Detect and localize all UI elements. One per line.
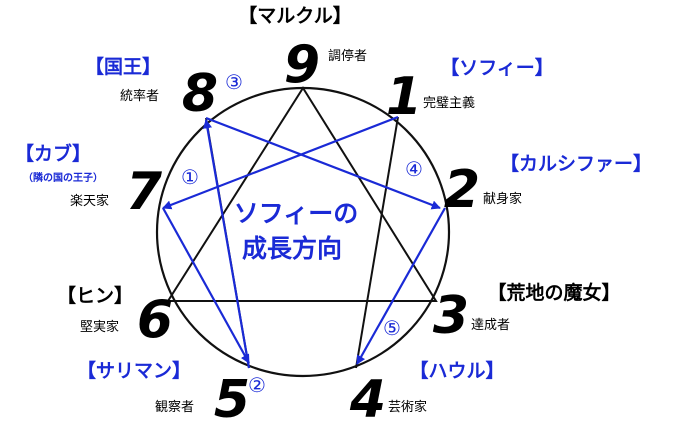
point-9-number: 9	[284, 35, 320, 95]
point-9-type: 調停者	[328, 48, 367, 64]
point-4-number: 4	[349, 370, 386, 430]
line-1-4	[355, 116, 399, 369]
point-7-name: 【カブ】	[15, 142, 91, 165]
arrow-2-to-4	[356, 207, 446, 365]
step-marker-2: ②	[248, 373, 266, 397]
point-5-name: 【サリマン】	[77, 359, 191, 382]
center-label-line1: ソフィーの	[234, 199, 359, 228]
point-6-name: 【ヒン】	[57, 284, 133, 307]
arrow-1-to-7	[162, 115, 399, 210]
point-1-type: 完璧主義	[423, 95, 475, 111]
point-3-name: 【荒地の魔女】	[487, 281, 620, 304]
step-marker-4: ④	[405, 157, 423, 181]
point-7-number: 7	[126, 162, 163, 222]
point-6-number: 6	[137, 290, 173, 350]
point-5-number: 5	[214, 370, 250, 430]
point-1-number: 1	[386, 67, 422, 127]
triangle-9-3-6	[166, 86, 438, 302]
point-4-type: 芸術家	[388, 399, 427, 415]
point-8-number: 8	[182, 64, 218, 124]
point-3-type: 達成者	[471, 318, 510, 333]
point-7-type: 楽天家	[70, 193, 109, 209]
arrow-8-to-2	[205, 116, 441, 210]
point-8-type: 統率者	[120, 88, 159, 104]
point-2-name: 【カルシファー】	[500, 152, 652, 175]
step-marker-1: ①	[181, 165, 199, 189]
point-1-name: 【ソフィー】	[440, 56, 554, 79]
point-3-number: 3	[433, 286, 469, 346]
point-5-type: 観察者	[155, 400, 194, 415]
point-9-name: 【マルクル】	[238, 4, 351, 27]
enneagram-circle	[155, 86, 451, 378]
point-4-name: 【ハウル】	[409, 359, 504, 382]
point-7-note: （隣の国の王子）	[23, 171, 103, 184]
point-6-type: 堅実家	[80, 319, 119, 335]
arrow-7-to-5	[162, 207, 250, 364]
step-marker-5: ⑤	[383, 316, 401, 340]
point-8-name: 【国王】	[85, 55, 161, 78]
step-marker-3: ③	[225, 70, 243, 94]
center-label-line2: 成長方向	[242, 234, 342, 263]
point-2-type: 献身家	[483, 191, 522, 207]
point-2-number: 2	[444, 160, 480, 220]
arrow-5-to-8	[202, 119, 251, 369]
